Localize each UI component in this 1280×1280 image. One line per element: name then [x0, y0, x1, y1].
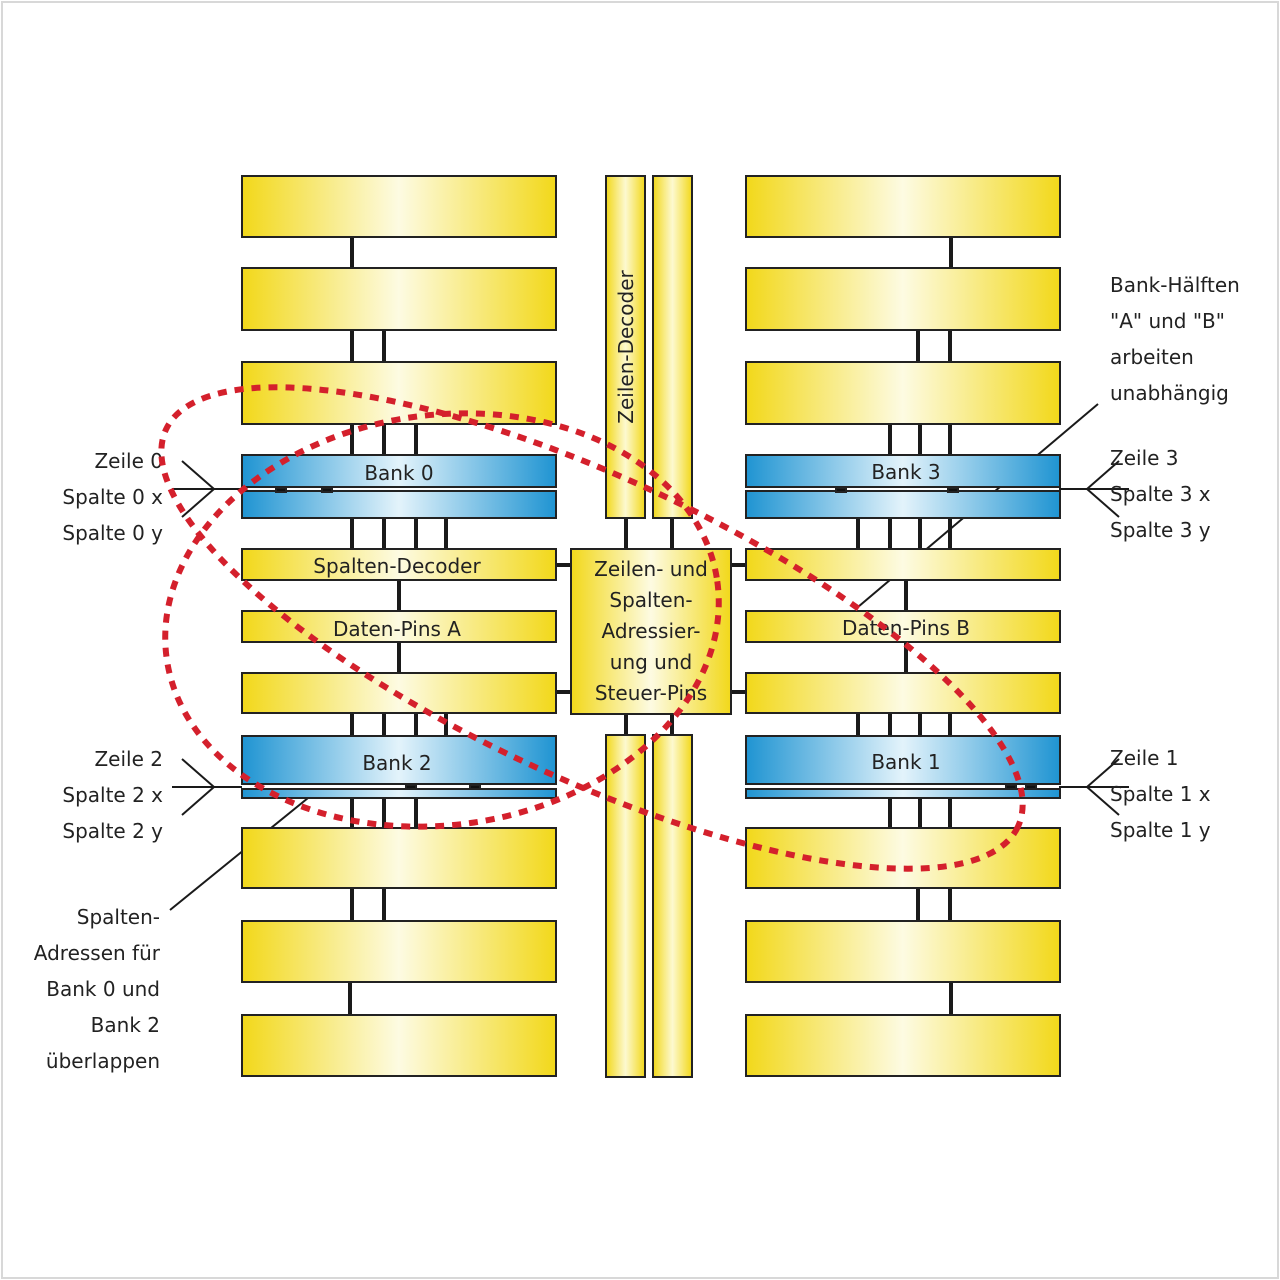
data-pins-a-label: Daten-Pins A: [333, 617, 461, 641]
memory-array-left: [241, 920, 557, 983]
halves-label-line: unabhängig: [1110, 381, 1229, 405]
memory-array-right: [745, 827, 1061, 889]
bank2-label-line: Spalte 2 y: [62, 819, 163, 843]
bank-2-label: Bank 2: [362, 751, 431, 775]
bank-0-label: Bank 0: [364, 461, 433, 485]
control-label-line: Adressier-: [602, 619, 701, 643]
bus-tap: [321, 487, 333, 493]
bank-top-upper-right: [745, 454, 1061, 488]
memory-array-left: [241, 267, 557, 331]
bus-tap: [835, 487, 847, 493]
bank-top-lower-right: [745, 490, 1061, 519]
column-decoder-label: Spalten-Decoder: [313, 554, 481, 578]
connector-lines: [169, 237, 1129, 1015]
halves-label-line: Bank-Hälften: [1110, 273, 1240, 297]
bank1-label-line: Zeile 1: [1110, 746, 1179, 770]
ellipse-bank0-bank2: [162, 410, 722, 830]
bus-tap: [1005, 784, 1017, 790]
memory-array-left: [241, 827, 557, 889]
wire: [169, 797, 309, 911]
ellipse-bank0-bank1: [158, 384, 1026, 872]
bank-1-label: Bank 1: [871, 750, 940, 774]
bus-tap: [1025, 784, 1037, 790]
control-label-line: ung und: [610, 650, 692, 674]
wire: [1086, 786, 1120, 816]
memory-array-right: [745, 267, 1061, 331]
wire: [181, 488, 215, 518]
halves-label-line: "A" und "B": [1110, 309, 1225, 333]
bank3-label-line: Zeile 3: [1110, 446, 1179, 470]
bank-top-lower-left: [241, 490, 557, 519]
bank1-label-line: Spalte 1 x: [1110, 782, 1211, 806]
data-pins-right: [745, 610, 1061, 643]
memory-array-left: [241, 175, 557, 238]
row-decoder-strip: [652, 734, 693, 1078]
memory-array-right: [745, 1014, 1061, 1077]
halves-label-line: arbeiten: [1110, 345, 1194, 369]
memory-array-right: [745, 920, 1061, 983]
bus-tap: [469, 784, 481, 790]
memory-array-right: [745, 175, 1061, 238]
overlap-label-line: Spalten-: [77, 905, 160, 929]
wire: [181, 786, 215, 816]
overlap-label-line: Adressen für: [34, 941, 161, 965]
wire: [1086, 460, 1120, 490]
bank0-label-line: Zeile 0: [94, 449, 163, 473]
data-pins-b-label: Daten-Pins B: [842, 616, 970, 640]
overlap-ellipses: [158, 384, 1026, 872]
bus-tap: [275, 487, 287, 493]
wire: [1086, 488, 1120, 518]
bank-bottom-upper-left: [241, 735, 557, 785]
control-label-line: Zeilen- und: [594, 557, 708, 581]
bank3-label-line: Spalte 3 x: [1110, 482, 1211, 506]
overlap-label-line: Bank 0 und: [46, 977, 160, 1001]
memory-array-right: [745, 361, 1061, 425]
memory-array-left: [241, 1014, 557, 1077]
column-decoder-right: [745, 548, 1061, 581]
control-label-line: Steuer-Pins: [595, 681, 707, 705]
bank2-label-line: Zeile 2: [94, 747, 163, 771]
memory-array-left: [241, 361, 557, 425]
wire: [1086, 758, 1120, 788]
wire: [181, 758, 215, 788]
bank2-label-line: Spalte 2 x: [62, 783, 163, 807]
bank-3-label: Bank 3: [871, 460, 940, 484]
overlap-label-line: Bank 2: [91, 1013, 160, 1037]
bus-tap: [405, 784, 417, 790]
row-decoder-strip: [605, 734, 646, 1078]
column-decoder-left: [241, 548, 557, 581]
bus-tap: [947, 487, 959, 493]
row-decoder-label: Zeilen-Decoder: [614, 269, 638, 423]
bank0-label-line: Spalte 0 x: [62, 485, 163, 509]
wire: [181, 460, 215, 490]
bank-bottom-lower-left: [241, 788, 557, 799]
bank-top-upper-left: [241, 454, 557, 488]
bank0-label-line: Spalte 0 y: [62, 521, 163, 545]
overlap-label-line: überlappen: [46, 1049, 160, 1073]
bank3-label-line: Spalte 3 y: [1110, 518, 1211, 542]
row-decoder-strip: [652, 175, 693, 519]
bank-bottom-lower-right: [745, 788, 1061, 799]
memory-array-right: [745, 672, 1061, 714]
bank1-label-line: Spalte 1 y: [1110, 818, 1211, 842]
control-pins-block: [570, 548, 732, 715]
control-label-line: Spalten-: [609, 588, 692, 612]
data-pins-left: [241, 610, 557, 643]
